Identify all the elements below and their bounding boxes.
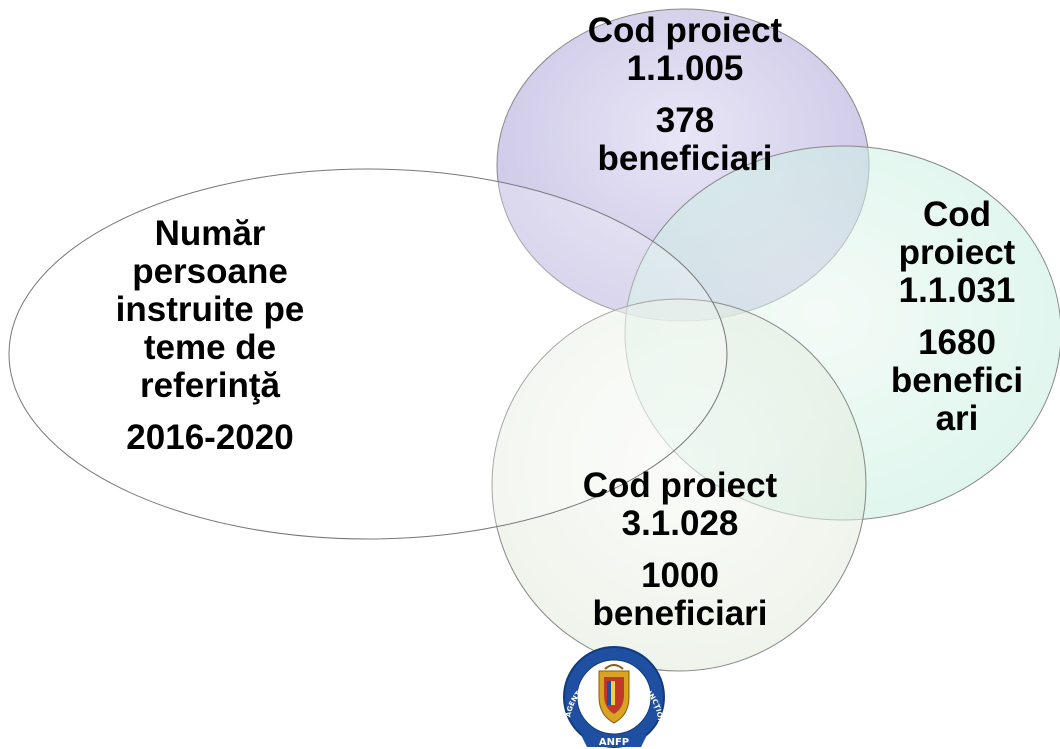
main-line-4: teme de: [143, 328, 277, 367]
circle-project-3-1-028: [491, 298, 867, 672]
project-3-title: Cod proiect: [582, 466, 778, 505]
project-2-title-2: proiect: [898, 233, 1016, 272]
project-2-label: Cod proiect 1.1.031 1680 benefici ari: [862, 196, 1052, 438]
logo-text: ANFP: [599, 737, 629, 748]
coat-of-arms-icon: [598, 664, 630, 724]
project-1-count: 378: [655, 101, 715, 140]
project-3-label: Cod proiect 3.1.028 1000 beneficiari: [540, 467, 820, 633]
main-ellipse: [8, 168, 728, 540]
project-2-code: 1.1.031: [898, 271, 1016, 310]
project-1-label: Cod proiect 1.1.005 378 beneficiari: [545, 12, 825, 178]
main-line-2: persoane: [132, 252, 288, 291]
main-line-1: Număr: [154, 214, 266, 253]
project-2-unit-1: benefici: [890, 361, 1024, 400]
project-3-code: 3.1.028: [621, 504, 739, 543]
main-line-3: instruite pe: [115, 290, 305, 329]
anfp-logo: AGENŢIA NAŢIONALĂ A FUNCŢIONARILOR PUBLI…: [563, 646, 665, 749]
project-2-count: 1680: [918, 323, 996, 362]
main-years: 2016-2020: [126, 418, 294, 457]
project-3-count: 1000: [641, 556, 719, 595]
project-3-unit: beneficiari: [592, 594, 768, 633]
project-1-code: 1.1.005: [626, 49, 744, 88]
main-label: Număr persoane instruite pe teme de refe…: [60, 215, 360, 457]
project-2-title-1: Cod: [922, 195, 992, 234]
project-1-unit: beneficiari: [597, 139, 773, 178]
project-2-unit-2: ari: [935, 399, 979, 438]
main-line-5: referinţă: [139, 366, 281, 405]
project-1-title: Cod proiect: [587, 11, 783, 50]
